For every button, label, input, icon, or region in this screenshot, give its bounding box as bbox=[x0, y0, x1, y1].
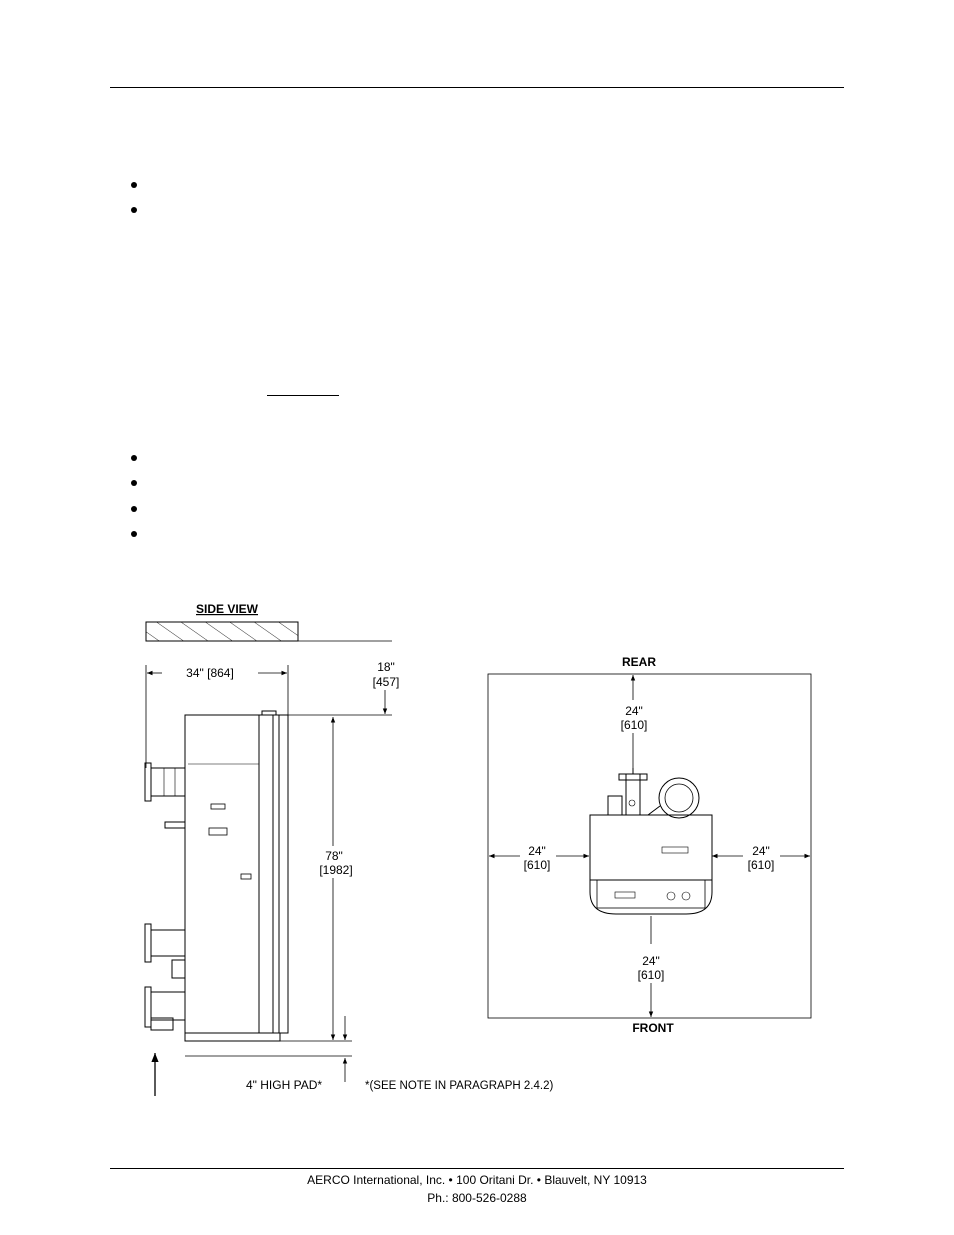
dim-depth-label: 34" [864] bbox=[186, 666, 234, 680]
rear-clearance: 24" [610] bbox=[621, 675, 648, 768]
top-clearance-dimension: 18" [457] bbox=[288, 640, 400, 716]
bullet-point bbox=[131, 182, 137, 188]
footer-address: AERCO International, Inc. • 100 Oritani … bbox=[307, 1173, 647, 1187]
underlined-term bbox=[267, 395, 339, 396]
footer-rule bbox=[110, 1168, 844, 1169]
left-clearance-in: 24" bbox=[528, 844, 546, 858]
bullet-point bbox=[131, 455, 137, 461]
bullet-point bbox=[131, 480, 137, 486]
bullet-point bbox=[131, 207, 137, 213]
dim-height-mm: [1982] bbox=[319, 863, 352, 877]
pad-note: *(SEE NOTE IN PARAGRAPH 2.4.2) bbox=[365, 1080, 553, 1092]
dim-top-clearance-mm: [457] bbox=[373, 675, 400, 689]
dim-height-in: 78" bbox=[325, 849, 343, 863]
right-clearance: 24" [610] bbox=[712, 844, 810, 872]
footer-phone: Ph.: 800-526-0288 bbox=[427, 1191, 527, 1205]
ceiling bbox=[145, 621, 299, 642]
front-clearance: 24" [610] bbox=[638, 916, 665, 1017]
front-clearance-mm: [610] bbox=[638, 968, 665, 982]
depth-dimension: 34" [864] bbox=[145, 665, 289, 768]
rear-label: REAR bbox=[622, 655, 656, 669]
boiler-top-view bbox=[589, 768, 713, 915]
front-label: FRONT bbox=[632, 1021, 674, 1035]
right-clearance-mm: [610] bbox=[748, 858, 775, 872]
side-view-title: SIDE VIEW bbox=[196, 602, 259, 616]
bullet-point bbox=[131, 531, 137, 537]
header-rule bbox=[110, 87, 844, 88]
boiler-side-view bbox=[144, 710, 289, 1042]
left-clearance-mm: [610] bbox=[524, 858, 551, 872]
rear-clearance-mm: [610] bbox=[621, 718, 648, 732]
left-clearance: 24" [610] bbox=[489, 844, 589, 872]
rear-clearance-in: 24" bbox=[625, 704, 643, 718]
front-clearance-in: 24" bbox=[642, 954, 660, 968]
bullet-point bbox=[131, 506, 137, 512]
pad-label: 4" HIGH PAD* bbox=[246, 1078, 322, 1092]
right-clearance-in: 24" bbox=[752, 844, 770, 858]
dim-top-clearance-in: 18" bbox=[377, 660, 395, 674]
pad-dimension: 4" HIGH PAD* *(SEE NOTE IN PARAGRAPH 2.4… bbox=[151, 1016, 553, 1096]
clearance-boundary bbox=[487, 673, 812, 1019]
height-dimension: 78" [1982] bbox=[280, 717, 353, 1042]
